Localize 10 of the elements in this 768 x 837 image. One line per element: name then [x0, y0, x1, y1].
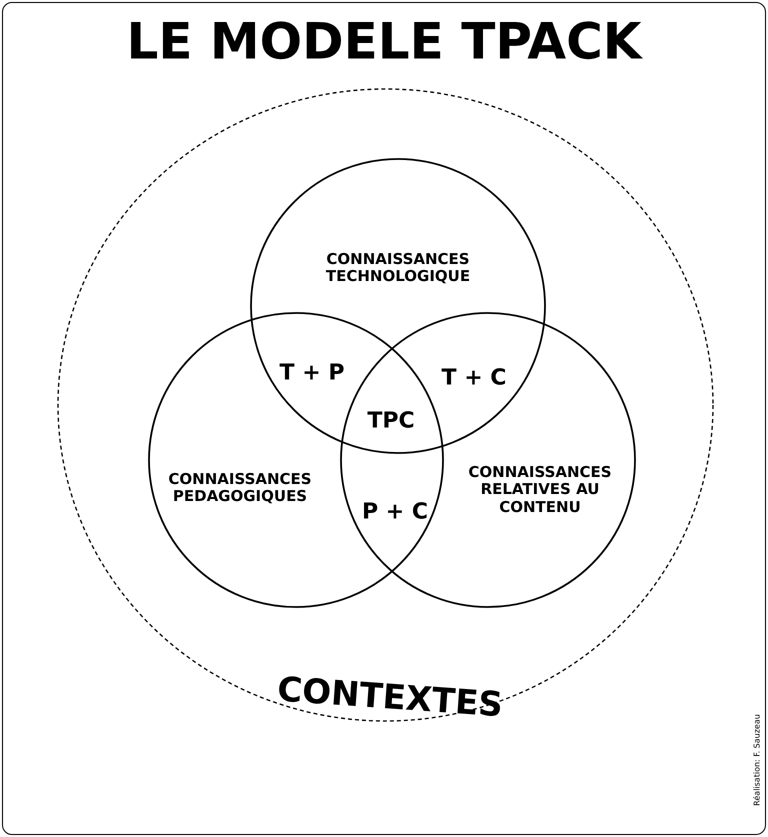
overlap-label: P + C [362, 499, 428, 525]
circle-label: CONNAISSANCES RELATIVES AU CONTENU [467, 464, 613, 516]
overlap-label: T + C [442, 365, 506, 391]
overlap-label: TPC [367, 408, 415, 434]
circle-label: CONNAISSANCES TECHNOLOGIQUE [324, 250, 472, 286]
credit-text: Réalisation: F. Sauzeau [752, 714, 762, 806]
overlap-label: T + P [280, 360, 344, 386]
diagram-title: LE MODELE TPACK [126, 13, 642, 71]
context-label: CONTEXTES [276, 670, 504, 726]
circle-label: CONNAISSANCES PEDAGOGIQUES [167, 470, 313, 506]
